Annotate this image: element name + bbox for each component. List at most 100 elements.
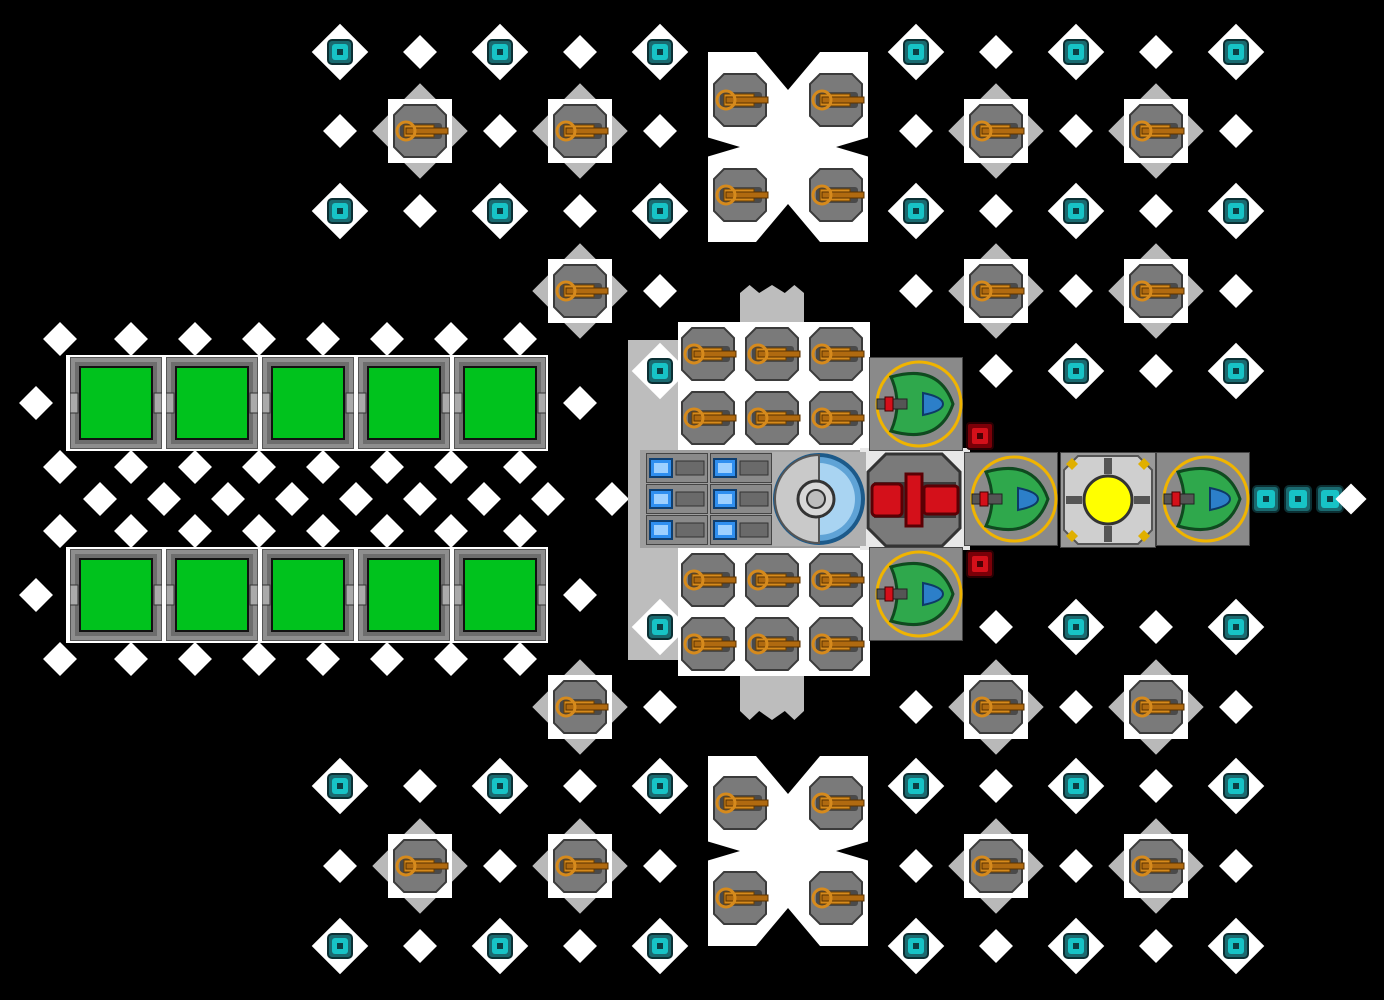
cargo-block-icon[interactable] xyxy=(357,356,451,450)
power-node-icon[interactable] xyxy=(1062,357,1090,385)
thruster-icon[interactable] xyxy=(645,452,709,484)
cannon-turret-icon[interactable] xyxy=(742,324,802,384)
red-node-icon[interactable] xyxy=(966,550,994,578)
cargo-block-icon[interactable] xyxy=(165,548,259,642)
power-node-icon[interactable] xyxy=(326,197,354,225)
shield-core-icon[interactable] xyxy=(772,452,866,546)
power-node-icon[interactable] xyxy=(1252,485,1280,513)
red-node-icon[interactable] xyxy=(966,422,994,450)
cargo-block-icon[interactable] xyxy=(261,356,355,450)
power-node-icon[interactable] xyxy=(486,772,514,800)
power-node-icon[interactable] xyxy=(902,932,930,960)
power-node-icon[interactable] xyxy=(1062,932,1090,960)
cannon-turret-icon[interactable] xyxy=(710,773,770,833)
power-node-icon[interactable] xyxy=(486,38,514,66)
cargo-block-icon[interactable] xyxy=(357,548,451,642)
laser-turret-icon[interactable] xyxy=(868,356,964,452)
power-node-icon[interactable] xyxy=(486,932,514,960)
cannon-turret-icon[interactable] xyxy=(1126,677,1186,737)
power-node-icon[interactable] xyxy=(1222,613,1250,641)
cannon-turret-icon[interactable] xyxy=(710,165,770,225)
reactor-icon[interactable] xyxy=(1059,451,1157,549)
laser-turret-icon[interactable] xyxy=(868,546,964,642)
red-core-icon[interactable] xyxy=(866,452,962,548)
cannon-turret-icon[interactable] xyxy=(806,550,866,610)
power-node-icon[interactable] xyxy=(646,613,674,641)
thruster-icon[interactable] xyxy=(709,452,773,484)
cannon-turret-icon[interactable] xyxy=(550,261,610,321)
armor-diamond xyxy=(979,194,1013,228)
armor-diamond xyxy=(1059,690,1093,724)
cargo-block-icon[interactable] xyxy=(165,356,259,450)
cannon-turret-icon[interactable] xyxy=(806,614,866,674)
power-node-icon[interactable] xyxy=(1062,772,1090,800)
laser-turret-icon[interactable] xyxy=(963,451,1059,547)
cannon-turret-icon[interactable] xyxy=(390,101,450,161)
cannon-turret-icon[interactable] xyxy=(966,836,1026,896)
cannon-turret-icon[interactable] xyxy=(806,165,866,225)
cannon-turret-icon[interactable] xyxy=(550,836,610,896)
power-node-icon[interactable] xyxy=(1222,197,1250,225)
armor-diamond xyxy=(1059,849,1093,883)
cannon-turret-icon[interactable] xyxy=(390,836,450,896)
power-node-icon[interactable] xyxy=(1062,197,1090,225)
cargo-block-icon[interactable] xyxy=(69,548,163,642)
cargo-block-icon[interactable] xyxy=(69,356,163,450)
power-node-icon[interactable] xyxy=(1284,485,1312,513)
armor-diamond xyxy=(306,514,340,548)
cannon-turret-icon[interactable] xyxy=(966,261,1026,321)
power-node-icon[interactable] xyxy=(646,932,674,960)
power-node-icon[interactable] xyxy=(902,772,930,800)
power-node-icon[interactable] xyxy=(326,932,354,960)
thruster-icon[interactable] xyxy=(645,514,709,546)
cannon-turret-icon[interactable] xyxy=(678,324,738,384)
power-node-icon[interactable] xyxy=(326,772,354,800)
power-node-icon[interactable] xyxy=(326,38,354,66)
cannon-turret-icon[interactable] xyxy=(742,550,802,610)
cargo-block-icon[interactable] xyxy=(453,548,547,642)
power-node-icon[interactable] xyxy=(1222,38,1250,66)
cannon-turret-icon[interactable] xyxy=(710,868,770,928)
cannon-turret-icon[interactable] xyxy=(966,677,1026,737)
armor-diamond xyxy=(178,514,212,548)
armor-diamond xyxy=(643,849,677,883)
thruster-icon[interactable] xyxy=(709,514,773,546)
power-node-icon[interactable] xyxy=(1222,932,1250,960)
armor-diamond xyxy=(1139,929,1173,963)
cannon-turret-icon[interactable] xyxy=(550,677,610,737)
cannon-turret-icon[interactable] xyxy=(806,388,866,448)
cannon-turret-icon[interactable] xyxy=(710,70,770,130)
cannon-turret-icon[interactable] xyxy=(678,550,738,610)
cannon-turret-icon[interactable] xyxy=(1126,101,1186,161)
laser-turret-icon[interactable] xyxy=(1155,451,1251,547)
power-node-icon[interactable] xyxy=(646,197,674,225)
power-node-icon[interactable] xyxy=(902,197,930,225)
power-node-icon[interactable] xyxy=(646,357,674,385)
power-node-icon[interactable] xyxy=(902,38,930,66)
power-node-icon[interactable] xyxy=(646,38,674,66)
power-node-icon[interactable] xyxy=(1222,772,1250,800)
cannon-turret-icon[interactable] xyxy=(550,101,610,161)
power-node-icon[interactable] xyxy=(1222,357,1250,385)
thruster-icon[interactable] xyxy=(709,483,773,515)
power-node-icon[interactable] xyxy=(1062,38,1090,66)
cannon-turret-icon[interactable] xyxy=(1126,261,1186,321)
cannon-turret-icon[interactable] xyxy=(1126,836,1186,896)
power-node-icon[interactable] xyxy=(486,197,514,225)
cannon-turret-icon[interactable] xyxy=(966,101,1026,161)
power-node-icon[interactable] xyxy=(1062,613,1090,641)
cargo-block-icon[interactable] xyxy=(453,356,547,450)
cannon-turret-icon[interactable] xyxy=(678,388,738,448)
cannon-turret-icon[interactable] xyxy=(806,324,866,384)
cannon-turret-icon[interactable] xyxy=(742,614,802,674)
thruster-icon[interactable] xyxy=(645,483,709,515)
cannon-turret-icon[interactable] xyxy=(742,388,802,448)
cannon-turret-icon[interactable] xyxy=(806,70,866,130)
power-node-icon[interactable] xyxy=(646,772,674,800)
cannon-turret-icon[interactable] xyxy=(806,868,866,928)
cannon-turret-icon[interactable] xyxy=(806,773,866,833)
armor-diamond xyxy=(531,482,565,516)
cannon-turret-icon[interactable] xyxy=(678,614,738,674)
cargo-block-icon[interactable] xyxy=(261,548,355,642)
